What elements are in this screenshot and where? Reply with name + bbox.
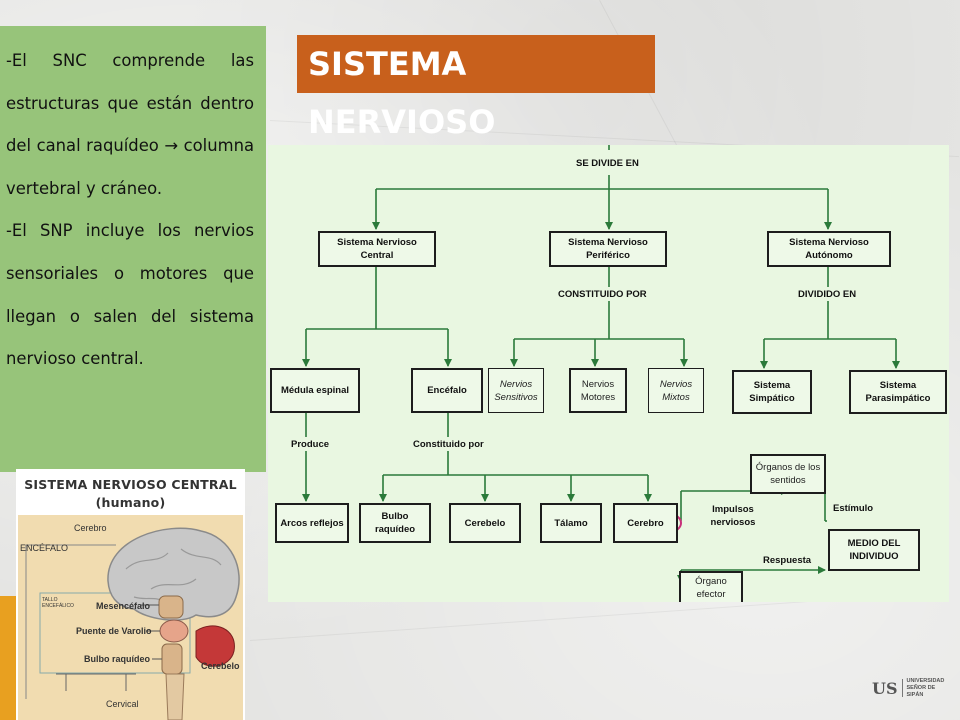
inset-label-tallo: TALLO ENCEFÁLICO [42, 597, 74, 609]
logo-text: UNIVERSIDAD SEÑOR DE SIPÁN [906, 678, 952, 699]
box-medio-individuo: MEDIO DEL INDIVIDUO [828, 529, 920, 571]
box-arcos-reflejos: Arcos reflejos [275, 503, 349, 543]
inset-title: SISTEMA NERVIOSO CENTRAL [24, 477, 237, 492]
box-nervios-sensitivos: Nervios Sensitivos [488, 368, 544, 413]
logo-line-1: UNIVERSIDAD [906, 677, 945, 684]
logo-line-2: SEÑOR DE SIPÁN [906, 684, 936, 698]
box-medula-espinal: Médula espinal [270, 368, 360, 413]
brain-illustration [18, 515, 243, 720]
label-estimulo: Estímulo [833, 503, 874, 514]
box-sistema-central: Sistema Nervioso Central [318, 231, 436, 267]
box-encefalo: Encéfalo [411, 368, 483, 413]
label-impulsos-nerviosos: Impulsos nerviosos [710, 504, 756, 528]
label-dividido-en: DIVIDIDO EN [798, 289, 857, 300]
paragraph-snc: -El SNC comprende las estructuras que es… [6, 51, 254, 198]
inset-label-cerebro: Cerebro [74, 523, 107, 533]
box-organo-efector: Órgano efector [679, 571, 743, 602]
box-nervios-motores: Nervios Motores [569, 368, 627, 413]
inset-subtitle: (humano) [95, 495, 166, 510]
nervous-system-diagram: SE DIVIDE EN Sistema Nervioso Central Si… [268, 145, 949, 602]
page-title: SISTEMA NERVIOSO [297, 35, 655, 141]
box-organos-sentidos: Órganos de los sentidos [750, 454, 826, 494]
logo-divider [901, 679, 903, 697]
box-sistema-periferico: Sistema Nervioso Periférico [549, 231, 667, 267]
label-produce: Produce [291, 439, 330, 450]
university-logo: US UNIVERSIDAD SEÑOR DE SIPÁN [872, 676, 952, 700]
logo-mark: US [872, 678, 898, 698]
inset-label-puente: Puente de Varolio [76, 626, 152, 636]
inset-label-mesencefalo: Mesencéfalo [96, 601, 151, 611]
cns-illustration: SISTEMA NERVIOSO CENTRAL (humano) Cerebr… [16, 469, 245, 720]
inset-label-cerebelo: Cerebelo [201, 661, 240, 671]
box-sistema-parasimpatico: Sistema Parasimpático [849, 370, 947, 414]
box-bulbo-raquideo: Bulbo raquídeo [359, 503, 431, 543]
decorative-edge [0, 596, 16, 720]
inset-label-bulbo: Bulbo raquídeo [84, 654, 150, 664]
inset-label-cervical: Cervical [106, 699, 139, 709]
inset-label-encefalo: ENCÉFALO [20, 543, 69, 553]
box-sistema-autonomo: Sistema Nervioso Autónomo [767, 231, 891, 267]
box-cerebelo: Cerebelo [449, 503, 521, 543]
label-se-divide-en: SE DIVIDE EN [576, 158, 639, 169]
text-panel: -El SNC comprende las estructuras que es… [0, 26, 266, 472]
label-constituido-por-2: Constituido por [413, 439, 484, 450]
box-cerebro: Cerebro [613, 503, 678, 543]
box-nervios-mixtos: Nervios Mixtos [648, 368, 704, 413]
box-sistema-simpatico: Sistema Simpático [732, 370, 812, 414]
label-respuesta: Respuesta [763, 555, 812, 566]
label-constituido-por: CONSTITUIDO POR [558, 289, 647, 300]
box-talamo: Tálamo [540, 503, 602, 543]
diagram-connectors [302, 145, 900, 583]
paragraph-snp: -El SNP incluye los nervios sensoriales … [6, 221, 254, 369]
